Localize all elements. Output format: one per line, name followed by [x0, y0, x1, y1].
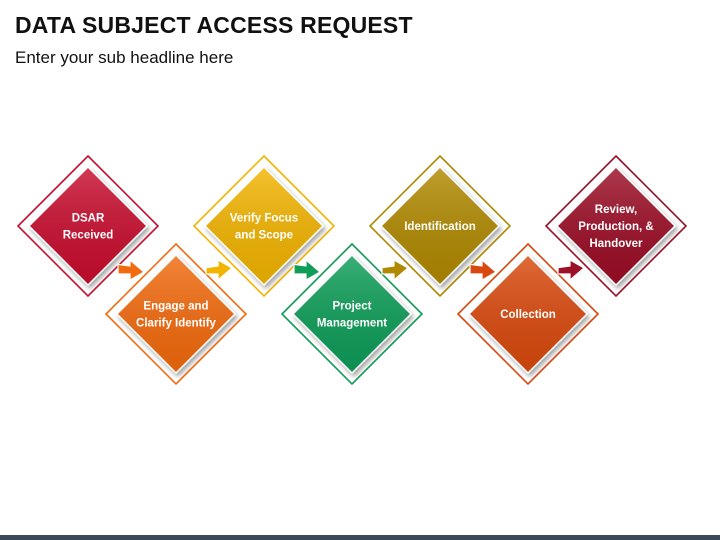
- connector-arrow: [557, 258, 586, 282]
- step-label: Project: [333, 301, 372, 313]
- step-1: DSAR Received: [27, 165, 149, 287]
- step-6: Collection: [467, 253, 589, 375]
- step-3: Verify Focus and Scope: [203, 165, 325, 287]
- step-label: and Scope: [235, 230, 293, 242]
- step-diamond-gloss: [470, 256, 586, 372]
- connector-arrow: [293, 258, 322, 282]
- connector-arrow: [117, 258, 146, 282]
- step-label: Verify Focus: [230, 213, 298, 225]
- step-diamond-gloss: [558, 168, 674, 284]
- connector-arrow: [469, 258, 498, 282]
- step-diamond-gloss: [206, 168, 322, 284]
- step-label: Engage and: [143, 301, 208, 313]
- connector-arrow: [205, 258, 234, 282]
- step-diamond-gloss: [382, 168, 498, 284]
- page-title: DATA SUBJECT ACCESS REQUEST: [15, 12, 413, 38]
- step-label: Identification: [404, 221, 476, 233]
- step-diamond-gloss: [294, 256, 410, 372]
- step-label: Production, &: [578, 221, 653, 233]
- step-label: Received: [63, 230, 114, 242]
- step-label: Management: [317, 318, 387, 330]
- step-label: Clarify Identify: [136, 318, 216, 330]
- step-7: Review, Production, & Handover: [555, 165, 677, 287]
- connector-group: [117, 258, 586, 282]
- connector-arrow: [381, 258, 410, 282]
- step-5: Identification: [379, 165, 501, 287]
- step-label: Review,: [595, 204, 637, 216]
- step-label: DSAR: [72, 213, 105, 225]
- step-diamond-gloss: [30, 168, 146, 284]
- bottom-bar: [0, 535, 720, 540]
- step-label: Collection: [500, 309, 556, 321]
- step-diamond-gloss: [118, 256, 234, 372]
- step-label: Handover: [589, 238, 643, 250]
- page-subtitle: Enter your sub headline here: [15, 48, 234, 67]
